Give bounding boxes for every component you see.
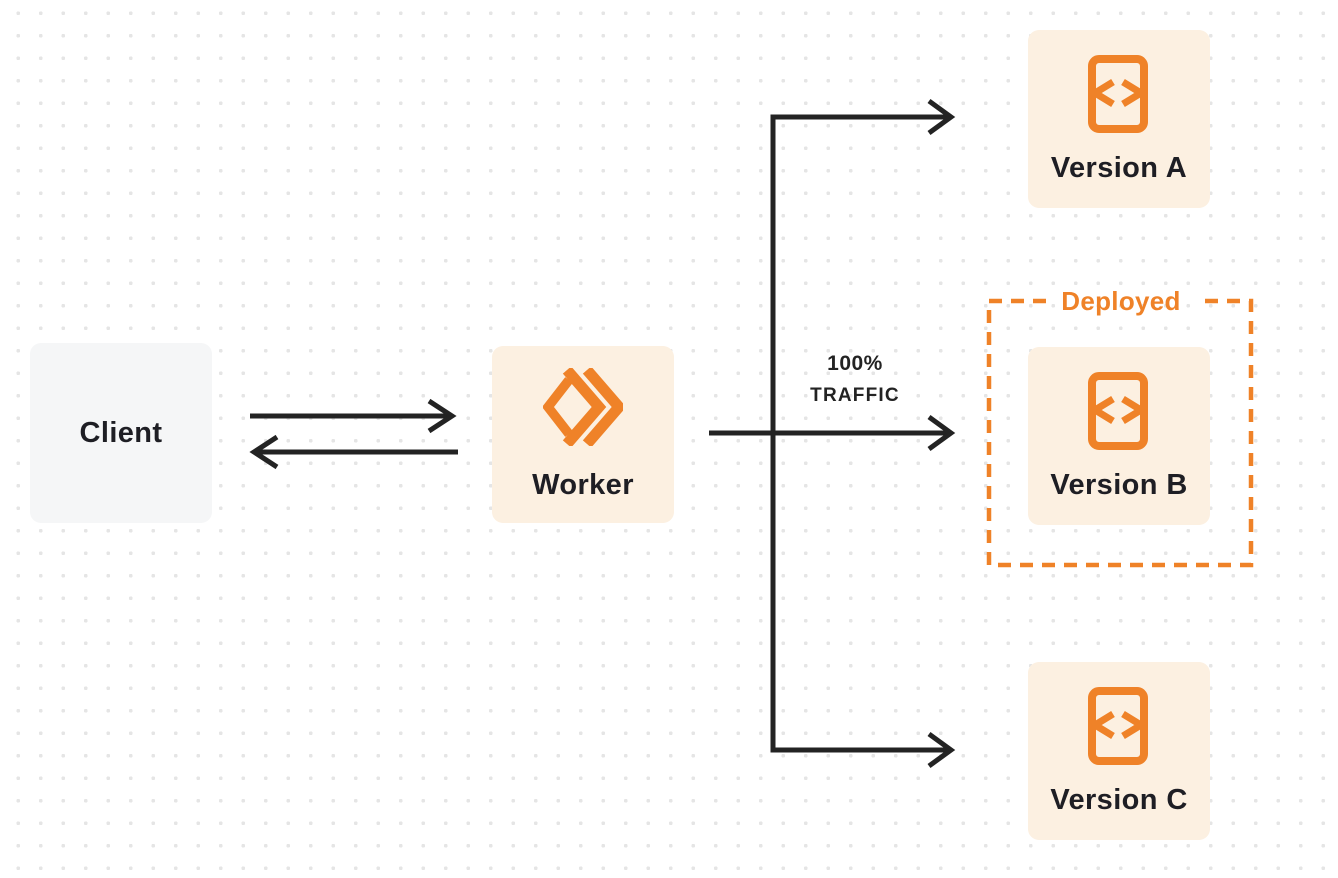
arrowhead-right-icon xyxy=(927,98,956,136)
version-b-node: Version B xyxy=(1028,347,1210,525)
arrowhead-right-icon xyxy=(927,731,956,769)
arrow-to-version-c xyxy=(927,731,956,769)
version-a-label: Version A xyxy=(1050,152,1188,184)
traffic-word-text: TRAFFIC xyxy=(810,385,900,406)
version-a-node: Version A xyxy=(1028,30,1210,208)
request-arrow xyxy=(250,398,457,434)
code-file-icon xyxy=(1088,687,1148,765)
client-node: Client xyxy=(30,343,212,523)
arrowhead-right-icon xyxy=(427,398,457,434)
arrow-to-version-b xyxy=(709,414,956,452)
version-c-node: Version C xyxy=(1028,662,1210,840)
traffic-percent-text: 100% xyxy=(827,352,883,375)
code-file-icon xyxy=(1088,372,1148,450)
cloudflare-workers-icon xyxy=(543,367,623,446)
arrow-to-version-a xyxy=(927,98,956,136)
version-b-label: Version B xyxy=(1050,469,1188,501)
arrowhead-right-icon xyxy=(927,414,956,452)
code-file-icon xyxy=(1088,55,1148,133)
client-label: Client xyxy=(79,417,163,449)
traffic-percentage-label: 100% TRAFFIC xyxy=(775,348,935,412)
worker-label: Worker xyxy=(532,468,634,501)
deployed-label: Deployed xyxy=(1061,286,1181,316)
response-arrow xyxy=(249,434,458,470)
worker-node: Worker xyxy=(492,346,674,523)
arrowhead-left-icon xyxy=(249,434,279,470)
version-c-label: Version C xyxy=(1050,784,1188,816)
